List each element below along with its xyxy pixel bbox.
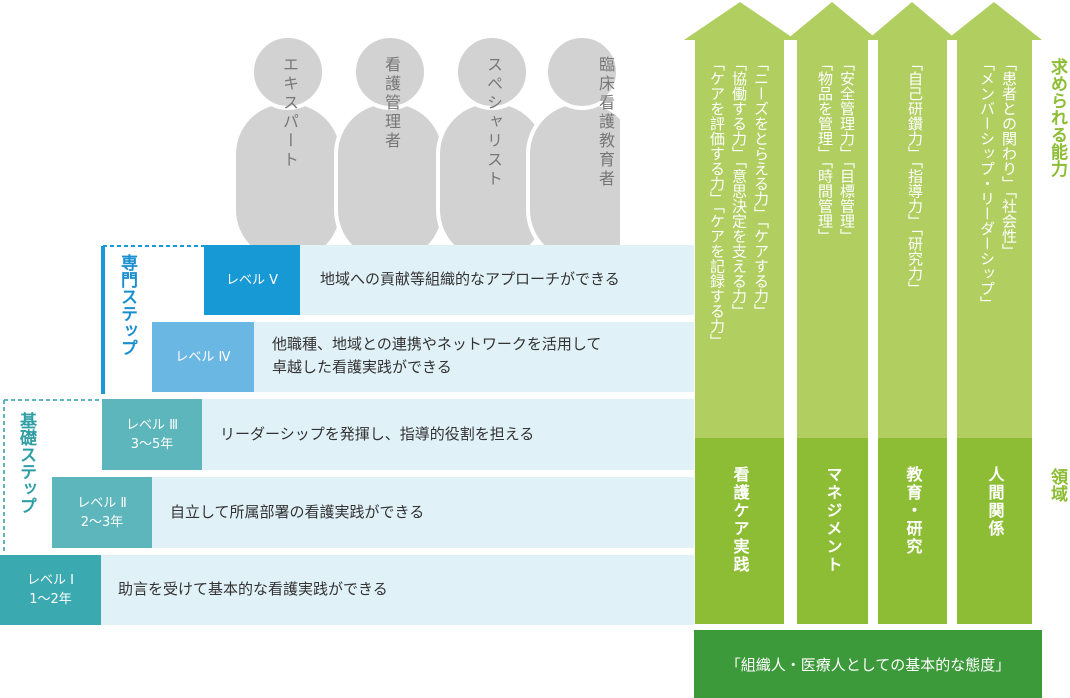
side-label-abilities: 求められる能力 (1047, 58, 1067, 177)
foundation-text: 「組織人・医療人としての基本的な態度」 (725, 655, 1011, 674)
domain-management: マネジメント (797, 438, 868, 624)
level-2-description: 自立して所属部署の看護実践ができる (170, 503, 425, 521)
level-2-label: レベル Ⅱ 2～3年 (52, 477, 152, 548)
role-label-specialist: スペシャリスト (484, 56, 503, 189)
domain-nursing-care: 看護ケア実践 (695, 438, 784, 624)
role-label-nurse-manager: 看護管理者 (382, 56, 401, 151)
abilities-management: 「安全管理力」「目標管理」 「物品を管理」「時間管理」 (816, 56, 856, 244)
level-3-description: リーダーシップを発揮し、指導的役割を担える (220, 425, 535, 443)
people-silhouettes (232, 34, 620, 248)
level-3-label: レベル Ⅲ 3～5年 (102, 399, 202, 470)
level-3-name: レベル Ⅲ (125, 417, 179, 433)
level-2-years: 2～3年 (80, 514, 124, 530)
level-4-label: レベル Ⅳ (152, 322, 254, 392)
domain-education-research: 教育・研究 (878, 438, 947, 624)
side-label-domains: 領域 (1047, 468, 1067, 502)
level-1-years: 1～2年 (29, 592, 72, 607)
level-row-1 (0, 555, 694, 625)
basic-step-bracket (3, 399, 102, 552)
level-3-years: 3～5年 (130, 436, 174, 452)
specialist-step-label: 専門ステップ (117, 254, 137, 356)
level-1-label: レベル Ⅰ 1～2年 (0, 555, 101, 625)
level-row-2 (52, 477, 694, 548)
level-5-name: レベル Ⅴ (225, 272, 279, 288)
abilities-nursing-care: 「ニーズをとらえる力」「ケアする力」 「協働する力」「意思決定を支える力」 「ケ… (708, 56, 770, 349)
level-1-description: 助言を受けて基本的な看護実践ができる (118, 580, 388, 598)
arrow-management (786, 2, 878, 440)
specialist-step-bracket (101, 245, 204, 394)
arrow-nursing-care (684, 2, 796, 440)
level-5-label: レベル Ⅴ (204, 245, 300, 315)
level-4-name: レベル Ⅳ (175, 349, 231, 365)
arrow-relations (946, 2, 1042, 440)
level-4-description: 他職種、地域との連携やネットワークを活用して 卓越した看護実践ができる (272, 335, 602, 376)
level-2-name: レベル Ⅱ (77, 495, 127, 511)
foundation-bar: 「組織人・医療人としての基本的な態度」 (694, 630, 1042, 698)
level-1-name: レベル Ⅰ (27, 573, 74, 588)
level-5-description: 地域への貢献等組織的なアプローチができる (320, 270, 620, 288)
abilities-education: 「自己研鑽力」「指導力」「研究力」 (906, 56, 924, 296)
role-label-expert: エキスパート (280, 56, 299, 170)
domain-arrows (684, 2, 1042, 440)
arrow-education (867, 2, 957, 440)
role-label-clinical-educator: 臨床看護教育者 (596, 56, 615, 189)
domain-human-relations: 人間関係 (957, 438, 1032, 624)
abilities-relations: 「患者との関わり」「社会性」 「メンバーシップ・リーダーシップ」 (978, 56, 1018, 311)
basic-step-label: 基礎ステップ (16, 412, 36, 514)
